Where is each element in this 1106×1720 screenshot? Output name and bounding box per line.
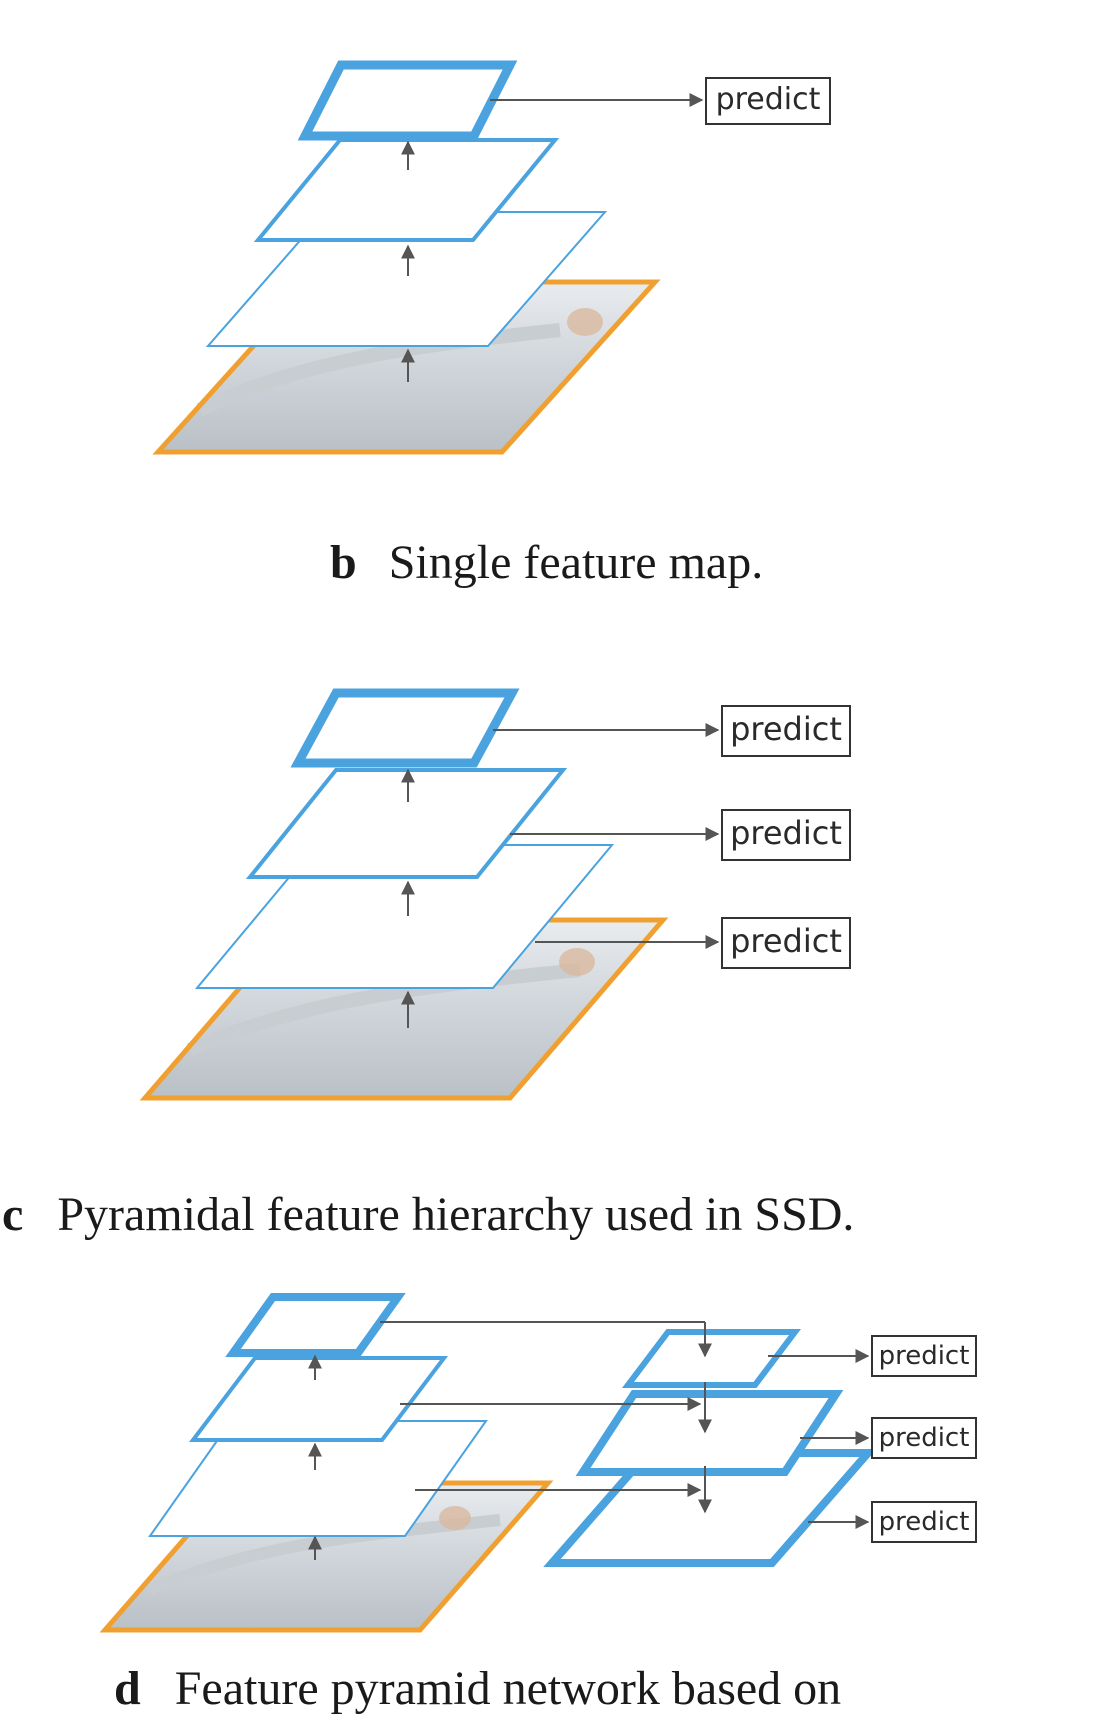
predict-box — [721, 917, 851, 969]
feature-map-2 — [245, 768, 568, 879]
caption-text: Single feature map. — [389, 536, 764, 589]
panel-letter: d — [114, 1662, 141, 1715]
panel-b: predict b Single feature map. — [152, 60, 831, 589]
predict-box — [721, 705, 851, 757]
predict-box — [871, 1335, 977, 1377]
predict-label: predict — [730, 814, 842, 852]
merged-map-3 — [621, 1329, 802, 1388]
predict-box — [705, 77, 831, 125]
predict-label: predict — [730, 710, 842, 748]
feature-map-3 — [225, 1293, 406, 1357]
feature-map-1 — [205, 211, 608, 347]
panel-caption: b Single feature map. — [330, 536, 763, 589]
predict-box — [721, 809, 851, 861]
predict-label: predict — [730, 922, 842, 960]
feature-map-2 — [253, 138, 560, 242]
predict-box — [871, 1501, 977, 1543]
predict-label: predict — [716, 82, 821, 117]
panel-caption: c Pyramidal feature hierarchy used in SS… — [2, 1188, 854, 1241]
panel-caption: d Feature pyramid network based on — [114, 1662, 841, 1715]
feature-map-1 — [194, 844, 615, 989]
feature-map-2 — [188, 1356, 449, 1442]
panel-c: predict predict predict c Pyramidal feat… — [2, 688, 854, 1241]
predict-box — [871, 1417, 977, 1459]
feature-map-3 — [290, 688, 520, 768]
predict-label: predict — [879, 1507, 970, 1537]
caption-text: Feature pyramid network based on — [175, 1662, 841, 1715]
panel-letter: b — [330, 536, 357, 589]
predict-label: predict — [879, 1423, 970, 1453]
caption-text: Pyramidal feature hierarchy used in SSD. — [57, 1188, 854, 1241]
feature-map-3 — [297, 60, 518, 141]
panel-letter: c — [2, 1188, 23, 1241]
predict-label: predict — [879, 1341, 970, 1371]
panel-d: predict predict predict d Feature pyrami… — [99, 1293, 977, 1715]
